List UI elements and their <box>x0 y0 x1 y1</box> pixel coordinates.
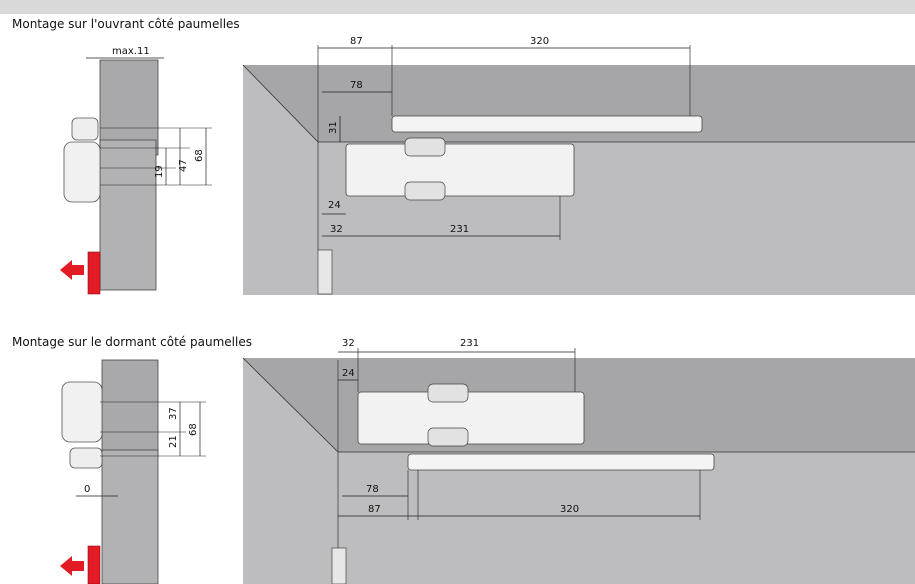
bottom-dim-32: 32 <box>342 338 355 349</box>
top-dim-68: 68 <box>194 149 205 162</box>
top-dim-31: 31 <box>328 121 339 134</box>
bottom-dim-231: 231 <box>460 338 479 349</box>
top-side-view: max.11 19 47 68 <box>60 46 212 295</box>
top-section-title: Montage sur l'ouvrant côté paumelles <box>12 17 240 31</box>
bottom-dim-37: 37 <box>168 407 179 420</box>
top-band <box>0 0 915 14</box>
bottom-arm-pivot <box>427 383 469 403</box>
top-slide-rail <box>391 115 703 133</box>
top-closer-side <box>63 141 101 203</box>
bottom-dim-87: 87 <box>368 504 381 515</box>
top-red-arrow-icon <box>60 260 84 280</box>
bottom-hinge-front <box>331 547 347 584</box>
bottom-dim-68: 68 <box>188 423 199 436</box>
top-dim-47: 47 <box>178 159 189 172</box>
bottom-corner-line <box>242 357 339 453</box>
top-dim-32: 32 <box>330 224 343 235</box>
bottom-dim-21: 21 <box>168 435 179 448</box>
top-max-clearance: max.11 <box>112 46 150 57</box>
bottom-frame-block <box>101 359 159 457</box>
bottom-closer-body <box>357 391 585 445</box>
section-divider <box>0 300 915 322</box>
bottom-door-leaf <box>101 449 159 584</box>
top-dim-320: 320 <box>530 36 549 47</box>
top-arm-housing <box>71 117 99 141</box>
top-door-leaf <box>99 139 157 291</box>
top-dim-24: 24 <box>328 200 341 211</box>
bottom-dim-320: 320 <box>560 504 579 515</box>
top-arm-pivot <box>404 137 446 157</box>
bottom-front-view: 32 231 24 78 87 320 <box>242 338 915 584</box>
top-hinge-front <box>317 249 333 295</box>
top-closer-body <box>345 143 575 197</box>
bottom-dim-78: 78 <box>366 484 379 495</box>
bottom-arm-housing <box>69 447 103 469</box>
bottom-side-view: 37 21 68 0 <box>60 359 206 584</box>
top-dim-87: 87 <box>350 36 363 47</box>
top-dim-231: 231 <box>450 224 469 235</box>
top-frame-block <box>99 59 159 156</box>
bottom-arm-pivot-lower <box>427 427 469 447</box>
top-arm-pivot-lower <box>404 181 446 201</box>
bottom-dim-24: 24 <box>342 368 355 379</box>
top-front-view: 87 320 78 31 24 32 231 <box>242 36 915 295</box>
bottom-section-title: Montage sur le dormant côté paumelles <box>12 335 252 349</box>
top-corner-line <box>242 64 319 143</box>
bottom-slide-rail <box>407 453 715 471</box>
bottom-zero-clearance: 0 <box>84 484 90 495</box>
top-dim-78: 78 <box>350 80 363 91</box>
bottom-hinge <box>87 545 101 584</box>
top-dim-19: 19 <box>154 165 165 178</box>
top-hinge <box>87 251 101 295</box>
bottom-red-arrow-icon <box>60 556 84 576</box>
bottom-closer-side <box>61 381 103 443</box>
